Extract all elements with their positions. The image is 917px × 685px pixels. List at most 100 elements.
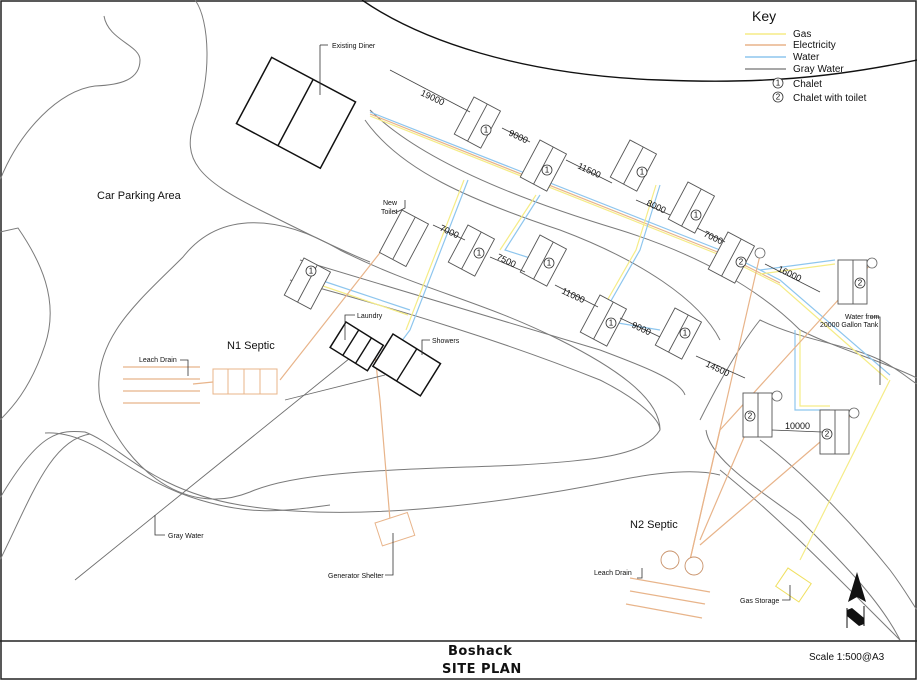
chalet-4-marker [690, 209, 702, 221]
buildings: 1 1 1 1 2 1 1 [123, 56, 878, 619]
label-laundry: Laundry [357, 313, 383, 320]
chalet-1-number: 1 [484, 126, 489, 135]
dim-8000: 8000 [645, 198, 667, 216]
chalet-10-marker [679, 327, 691, 339]
southeast-road-1 [705, 429, 901, 641]
north-arrow-icon [848, 572, 866, 602]
dim-9000-south: 9000 [630, 320, 652, 338]
project-name: Boshack [448, 644, 512, 659]
chalet-13-number: 2 [825, 430, 830, 439]
chalet-7-marker [543, 257, 555, 269]
label-n2-septic: N2 Septic [630, 519, 678, 531]
dim-11000: 11000 [560, 286, 586, 305]
gray-water-line-2 [284, 374, 386, 401]
chalet-9 [579, 294, 628, 347]
chalet-5-toilet-tank [754, 247, 766, 259]
road-south-outer [44, 432, 331, 512]
chalet-11-toilet-tank [866, 257, 878, 269]
label-generator-shelter: Generator Shelter [328, 573, 384, 580]
label-water-tank-1: Water from [845, 314, 880, 321]
chalet-3-marker [636, 166, 648, 178]
key-legend: Key Gas Electricity Water Gray Water 1 C… [745, 8, 867, 104]
chalet-6 [447, 224, 496, 277]
gas-branch-mid [499, 194, 537, 251]
label-new-toilet-2: Toilet [381, 209, 397, 216]
dimension-lines [389, 69, 823, 433]
parking-edge-west [0, 15, 141, 181]
key-chalet-toilet-label: Chalet with toilet [793, 93, 867, 104]
road-west-1 [0, 227, 51, 421]
n2-septic-tank-1 [660, 550, 680, 570]
chalet-1 [453, 96, 502, 149]
gas-storage-line [799, 379, 891, 561]
map-labels: Car Parking Area N1 Septic N2 Septic Exi… [97, 43, 880, 605]
road-south-inner [0, 430, 721, 513]
chalet-13-marker [821, 428, 833, 440]
key-chalet-symbol: 1 [776, 79, 781, 88]
dim-10000: 10000 [785, 421, 810, 431]
n1-leach-drain [123, 366, 214, 404]
chalet-1-marker [480, 124, 492, 136]
chalet-12-number: 2 [748, 412, 753, 421]
gas-branch-south [799, 330, 830, 407]
sheet-title: SITE PLAN [442, 662, 522, 677]
chalet-9-marker [605, 317, 617, 329]
gas-branch-chalet-west [319, 284, 409, 316]
key-gas-label: Gas [793, 29, 811, 40]
chalet-11-number: 2 [858, 279, 863, 288]
dim-19000: 19000 [419, 88, 446, 108]
gas-storage-box [775, 567, 812, 603]
elec-n2-2 [689, 264, 871, 561]
chalet-5-number: 2 [739, 258, 744, 267]
key-water-label: Water [793, 52, 820, 63]
chalet-8 [283, 257, 332, 310]
chalet-8-marker [305, 265, 317, 277]
water-branch-16000 [759, 259, 836, 271]
title-block: Boshack SITE PLAN Scale 1:500@A3 [442, 644, 885, 677]
southeast-road-2 [719, 469, 901, 641]
chalet-3-number: 1 [640, 168, 645, 177]
key-heading: Key [752, 8, 776, 24]
dim-11500: 11500 [576, 161, 602, 180]
southeast-road-3 [759, 439, 917, 611]
chalet-6-marker [473, 247, 485, 259]
chalet-13-toilet-tank [848, 407, 860, 419]
north-letter-icon [847, 608, 864, 626]
gas-branch-16000 [759, 263, 836, 275]
inner-road-north [299, 259, 686, 396]
elec-generator [374, 354, 391, 521]
chalet-6-number: 1 [477, 249, 482, 258]
chalet-12-marker [744, 410, 756, 422]
key-chalet-symbol-icon [772, 77, 784, 89]
chalet-4 [667, 181, 716, 234]
label-leach-drain-n2: Leach Drain [594, 570, 632, 577]
label-leach-drain-n1: Leach Drain [139, 357, 177, 364]
gas-branch-east [595, 184, 657, 321]
label-car-parking-area: Car Parking Area [97, 190, 182, 202]
label-n1-septic: N1 Septic [227, 340, 275, 352]
east-road-inner [699, 319, 917, 421]
chalet-4-number: 1 [694, 211, 699, 220]
label-gray-water: Gray Water [168, 533, 204, 540]
existing-diner-building [235, 56, 357, 170]
site-boundary-north [361, 0, 917, 82]
chalet-7 [519, 234, 568, 287]
gas-branch-west [405, 179, 465, 331]
service-lines [74, 111, 891, 581]
label-water-tank-2: 20000 Gallon Tank [820, 322, 879, 329]
chalet-2-marker [541, 164, 553, 176]
north-arrow [846, 572, 866, 628]
leaders [154, 44, 881, 601]
n2-leach-drain [625, 577, 711, 619]
chalet-7-number: 1 [547, 259, 552, 268]
main-road-south-edge [364, 119, 721, 341]
key-chalet-label: Chalet [793, 79, 822, 90]
generator-shelter [374, 511, 416, 547]
dim-7500: 7500 [495, 252, 517, 270]
dim-9000-north: 9000 [507, 128, 529, 146]
key-chalet-toilet-symbol-icon [772, 91, 784, 103]
chalet-9-number: 1 [609, 319, 614, 328]
